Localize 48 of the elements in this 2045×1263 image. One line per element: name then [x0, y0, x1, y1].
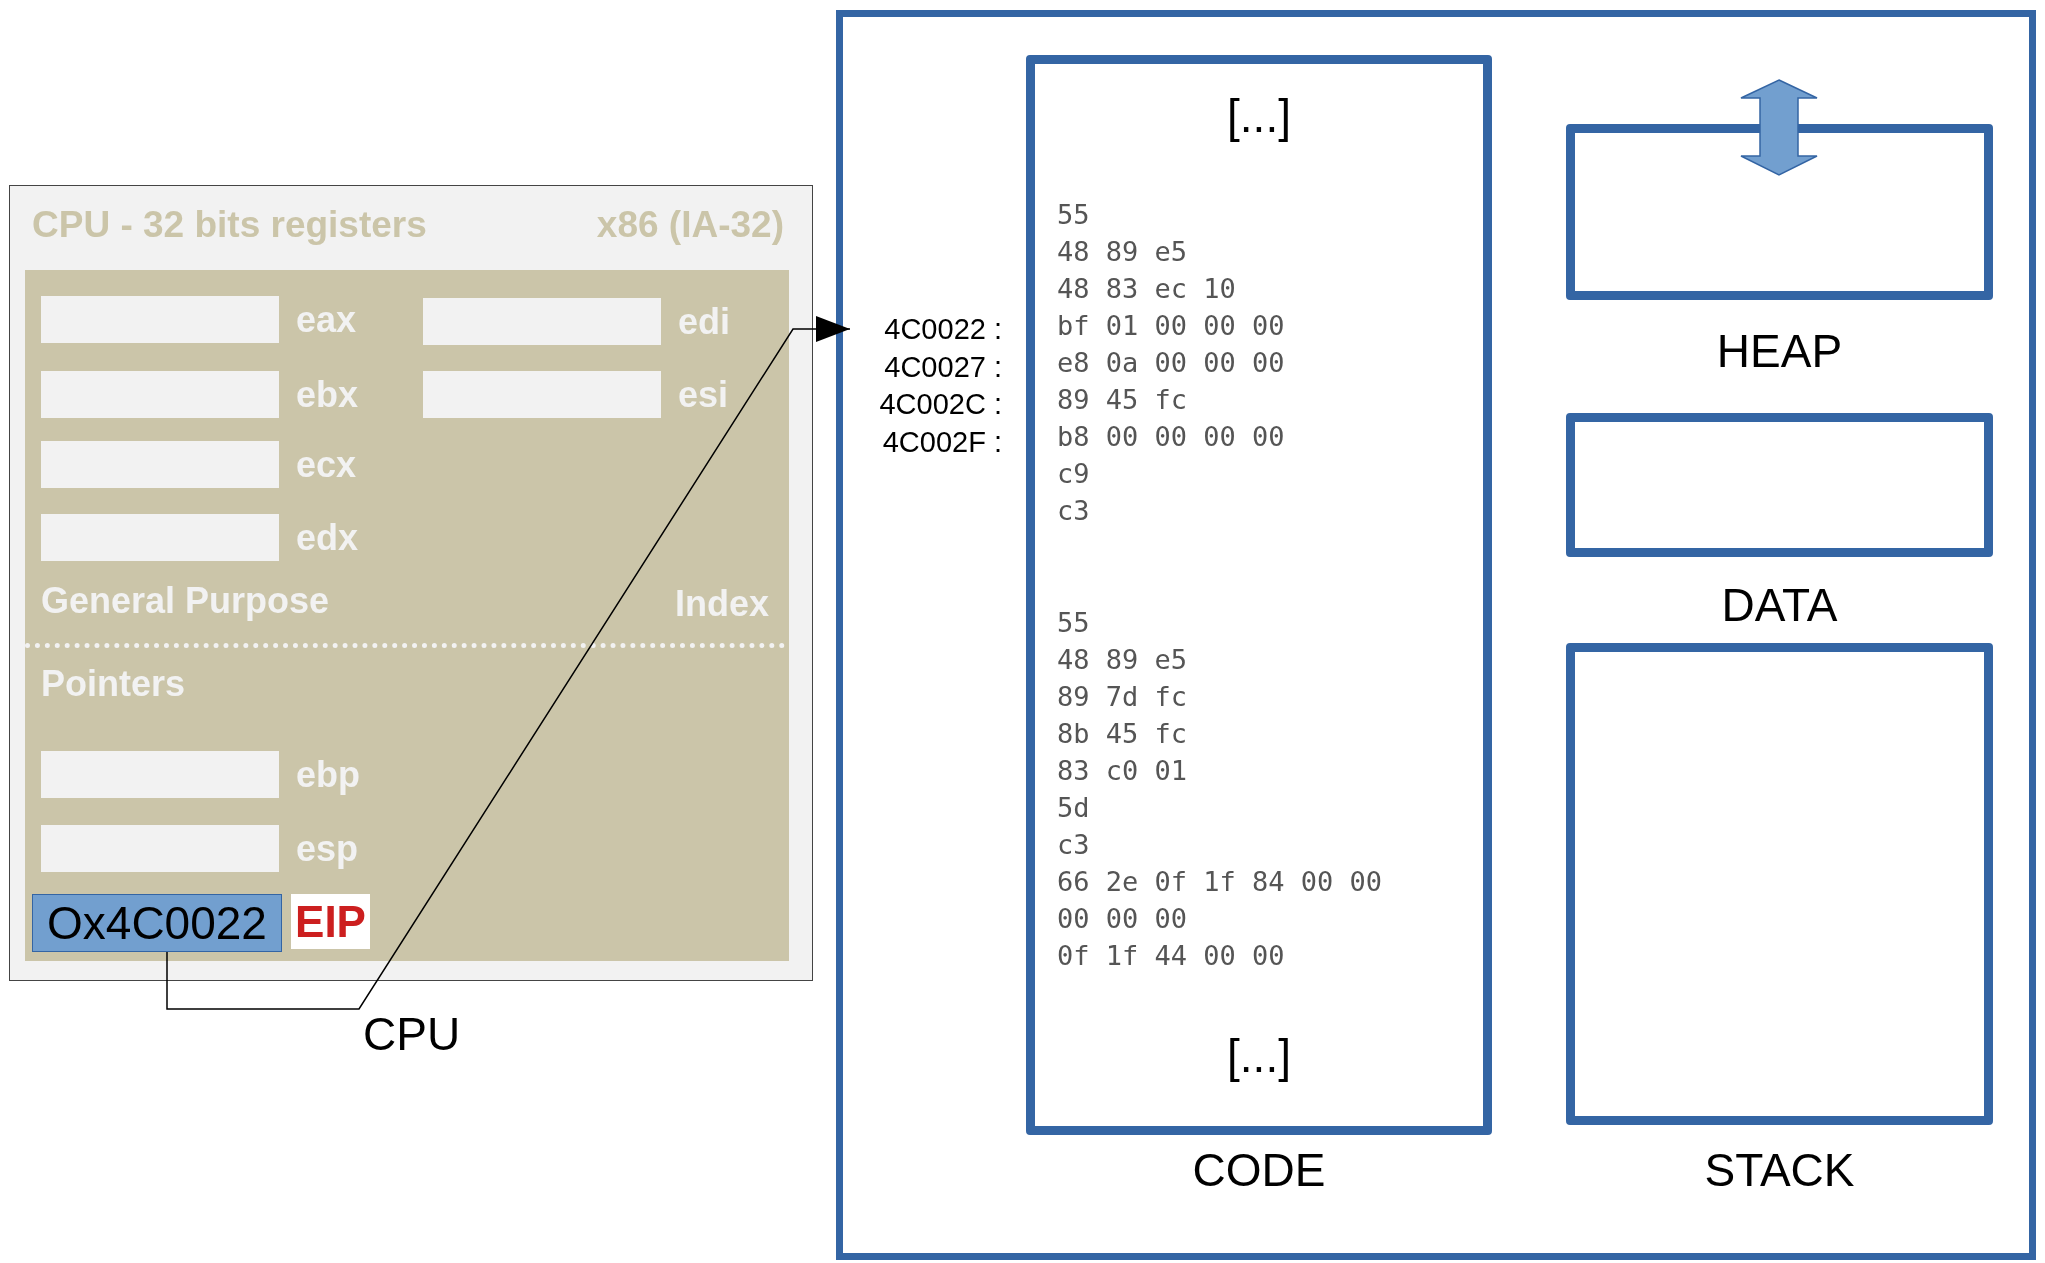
section-heading: General Purpose — [41, 580, 330, 622]
code-line: 8b 45 fc — [1057, 717, 1188, 751]
code-line: 89 45 fc — [1057, 383, 1188, 417]
register-name: edx — [296, 516, 359, 560]
register-name: esp — [296, 827, 359, 871]
ellipsis: [...] — [1226, 89, 1292, 143]
code-line: b8 00 00 00 00 — [1057, 420, 1285, 454]
register-name: esi — [678, 373, 729, 417]
code-line: 5d — [1057, 791, 1090, 825]
architecture-label: x86 (IA-32) — [596, 204, 784, 246]
leader-arrow — [166, 316, 851, 1010]
register-name: eax — [296, 298, 357, 342]
register-name: edi — [678, 300, 730, 344]
code-line: c9 — [1057, 457, 1090, 491]
segment-label: CODE — [1191, 1143, 1327, 1197]
code-line: 55 — [1057, 198, 1090, 232]
register-name: ebx — [296, 373, 359, 417]
code-line: 89 7d fc — [1057, 680, 1188, 714]
segment-label: STACK — [1703, 1143, 1856, 1197]
code-line: 48 83 ec 10 — [1057, 272, 1236, 306]
section-heading: Pointers — [41, 663, 186, 705]
segment-label: HEAP — [1715, 324, 1844, 378]
register-name: ebp — [296, 753, 360, 797]
code-line: 83 c0 01 — [1057, 754, 1188, 788]
address-label: 4C0022 : — [850, 310, 1002, 348]
address-label: 4C002C : — [878, 387, 1002, 422]
address-label: 4C002F : — [881, 425, 1002, 460]
code-line: 48 89 e5 — [1057, 643, 1188, 677]
panel-caption: CPU — [363, 1007, 461, 1061]
cpu-panel — [9, 185, 813, 981]
code-line: 0f 1f 44 00 00 — [1057, 939, 1285, 973]
code-line: e8 0a 00 00 00 — [1057, 346, 1285, 380]
code-line: c3 — [1057, 828, 1090, 862]
register-area — [25, 270, 789, 961]
register-name: ecx — [296, 443, 357, 487]
code-line: 66 2e 0f 1f 84 00 00 00 00 00 — [1057, 865, 1384, 936]
address-label: 4C0027 : — [883, 350, 1002, 385]
section-heading: Index — [674, 583, 769, 625]
panel-title: CPU - 32 bits registers — [32, 204, 427, 246]
code-line: c3 — [1057, 494, 1090, 528]
ellipsis: [...] — [1226, 1029, 1292, 1083]
code-line: 48 89 e5 — [1057, 235, 1188, 269]
register-name: EIP — [291, 894, 370, 949]
register-value: Ox4C0022 — [32, 894, 282, 952]
memory-box — [836, 10, 2036, 1260]
segment-label: DATA — [1720, 578, 1839, 632]
code-line: bf 01 00 00 00 — [1057, 309, 1285, 343]
code-line: 55 — [1057, 606, 1090, 640]
